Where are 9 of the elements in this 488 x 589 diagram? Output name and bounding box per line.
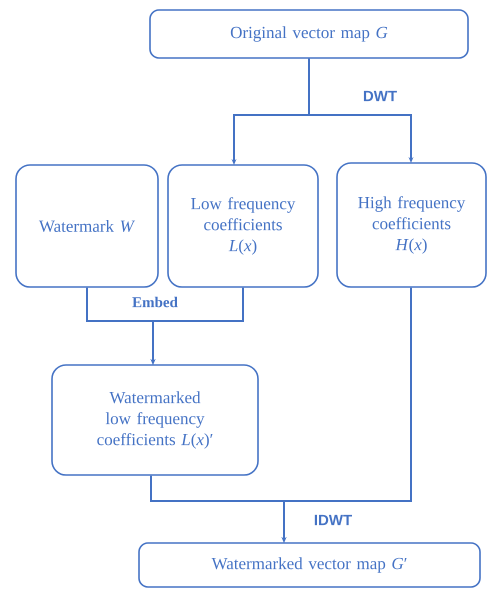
edge-label: Embed — [132, 296, 178, 308]
edge-label: IDWT — [314, 514, 352, 526]
edge-label: DWT — [364, 90, 397, 102]
process-box: Watermarked low frequency coefficients L(x)′ — [51, 364, 259, 476]
process-box: Original vector map G — [149, 9, 469, 59]
process-box: Watermarked vector map G′ — [138, 542, 481, 588]
process-box: High frequency coefficients H(x) — [336, 162, 487, 288]
process-box: Watermark W — [15, 164, 159, 288]
process-box: Low frequency coefficients L(x) — [167, 164, 319, 288]
